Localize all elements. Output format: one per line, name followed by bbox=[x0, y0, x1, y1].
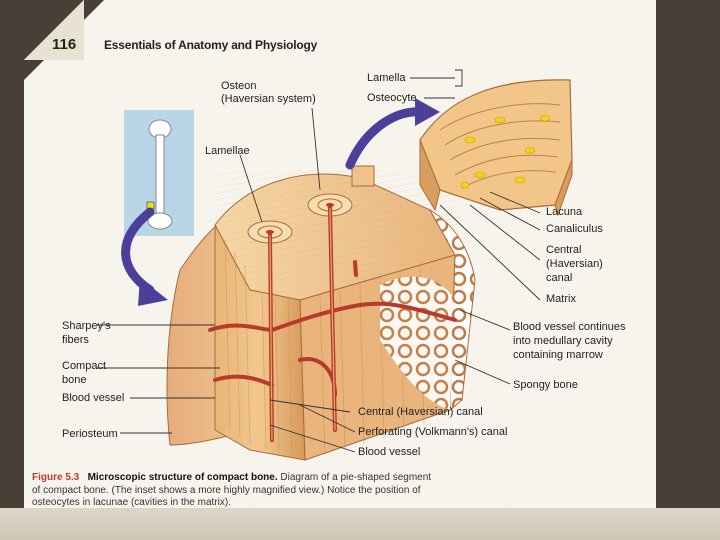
label-osteon: Osteon bbox=[221, 80, 257, 92]
leader-lines bbox=[96, 69, 541, 453]
label-matrix: Matrix bbox=[546, 293, 576, 305]
label-sharpeys-1: Sharpey's bbox=[62, 320, 111, 332]
arrow-to-magnified bbox=[345, 107, 425, 170]
long-bone-icon bbox=[146, 119, 173, 230]
label-central-2: (Haversian) bbox=[546, 258, 603, 270]
figure-caption: Figure 5.3 Microscopic structure of comp… bbox=[32, 472, 442, 510]
label-bv-continues-3: containing marrow bbox=[513, 349, 603, 361]
label-canaliculus: Canaliculus bbox=[546, 223, 603, 235]
figure-title: Microscopic structure of compact bone. bbox=[87, 472, 278, 483]
spongy-bone-region bbox=[428, 208, 476, 412]
label-blood-vessel-bottom: Blood vessel bbox=[358, 446, 421, 458]
label-central-1: Central bbox=[546, 244, 582, 256]
label-bv-continues-2: into medullary cavity bbox=[513, 335, 613, 347]
page-corner-fold bbox=[24, 0, 84, 60]
label-sharpeys-2: fibers bbox=[62, 334, 89, 346]
label-central-3: canal bbox=[546, 272, 573, 284]
label-compact-1: Compact bbox=[62, 360, 107, 372]
label-compact-2: bone bbox=[62, 374, 87, 386]
bottom-strip bbox=[0, 508, 720, 540]
label-bv-continues-1: Blood vessel continues bbox=[513, 321, 626, 333]
running-head: Essentials of Anatomy and Physiology bbox=[104, 38, 318, 52]
label-lamella: Lamella bbox=[367, 72, 406, 84]
label-osteocyte: Osteocyte bbox=[367, 92, 417, 104]
label-blood-vessel-left: Blood vessel bbox=[62, 392, 125, 404]
label-central-canal-bottom: Central (Haversian) canal bbox=[358, 406, 483, 418]
label-lamellae: Lamellae bbox=[205, 145, 250, 157]
figure-number: Figure 5.3 bbox=[32, 472, 80, 483]
label-perforating-canal: Perforating (Volkmann's) canal bbox=[358, 426, 508, 438]
magnified-osteon bbox=[419, 79, 573, 211]
label-lacuna: Lacuna bbox=[546, 206, 583, 218]
spongy-bone-interior bbox=[380, 276, 455, 410]
label-osteon-sub: (Haversian system) bbox=[221, 93, 316, 105]
label-spongy-bone: Spongy bone bbox=[513, 379, 578, 391]
osteocytes bbox=[460, 114, 551, 189]
magnified-lamellae bbox=[439, 103, 561, 189]
page-number: 116 bbox=[52, 36, 77, 53]
figure-caption-text: Diagram of a pie-shaped segment of compa… bbox=[32, 472, 432, 508]
label-periosteum: Periosteum bbox=[62, 428, 118, 440]
